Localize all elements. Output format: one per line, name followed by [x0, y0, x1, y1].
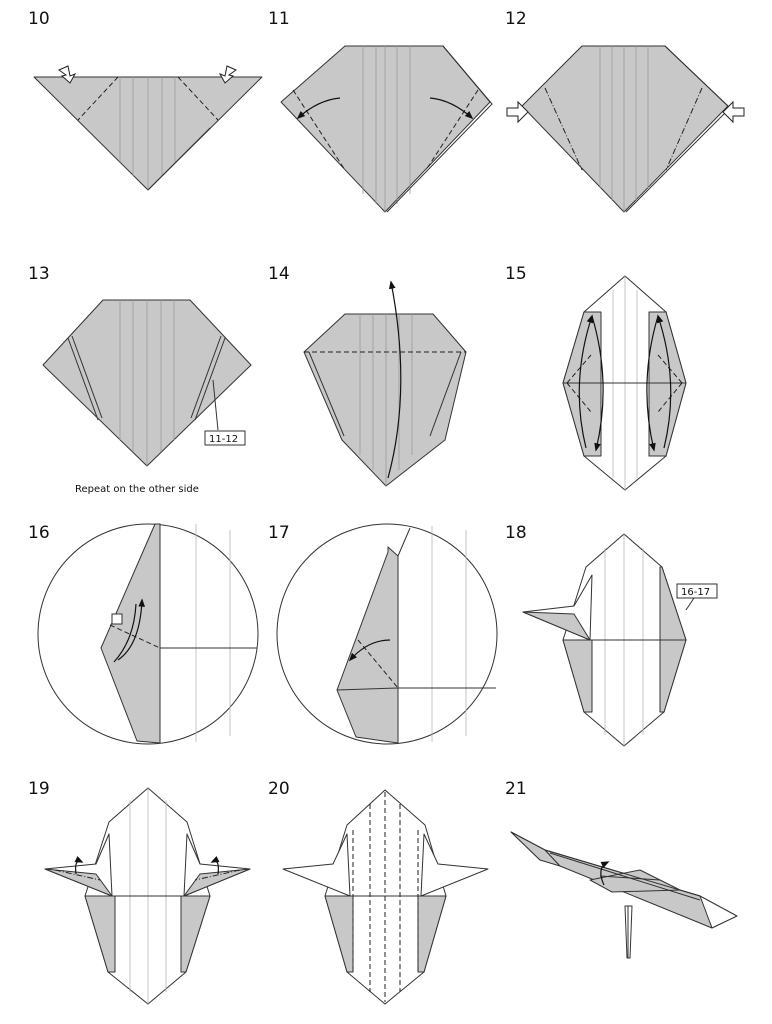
step-number: 11: [268, 9, 290, 29]
step-number: 13: [28, 264, 50, 284]
step-reference-label: 11-12: [209, 434, 238, 445]
valley-fold-line: [77, 76, 119, 121]
step-11: 11: [268, 9, 493, 213]
folded-paper: [521, 45, 729, 213]
step-number: 16: [28, 523, 50, 543]
step-number: 12: [505, 9, 527, 29]
step-18: 18 16-17: [505, 523, 718, 747]
step-13: 13 11-12 Repeat on the other side: [28, 264, 252, 495]
mountain-fold-line: [665, 87, 703, 171]
valley-fold-line: [177, 76, 219, 121]
step-19: 19: [28, 779, 251, 1005]
fold-arrow-icon: [387, 280, 402, 479]
step-number: 15: [505, 264, 527, 284]
step-16: 16: [28, 523, 259, 745]
fold-arrow-icon: [429, 97, 474, 120]
step-14: 14: [268, 264, 467, 487]
step-number: 17: [268, 523, 290, 543]
folded-paper: [280, 45, 491, 213]
step-10: 10: [28, 9, 263, 191]
step-number: 14: [268, 264, 290, 284]
step-number: 20: [268, 779, 290, 799]
folded-paper: [303, 313, 467, 487]
push-arrow-icon: [218, 65, 238, 84]
step-number: 10: [28, 9, 50, 29]
step-number: 18: [505, 523, 527, 543]
fold-arrow-icon: [296, 97, 341, 120]
step-number: 21: [505, 779, 527, 799]
step-15: 15: [505, 264, 687, 491]
push-arrow-icon: [57, 65, 77, 84]
mountain-fold-line: [544, 87, 583, 171]
step-21: 21: [505, 779, 738, 959]
step-12: 12: [505, 9, 745, 213]
step-20: 20: [268, 779, 489, 1005]
push-arrow-icon: [722, 100, 745, 124]
push-arrow-icon: [506, 100, 529, 124]
step-number: 19: [28, 779, 50, 799]
step-17: 17: [268, 523, 498, 745]
step-reference-label: 16-17: [681, 587, 710, 598]
instruction-note: Repeat on the other side: [75, 484, 199, 495]
